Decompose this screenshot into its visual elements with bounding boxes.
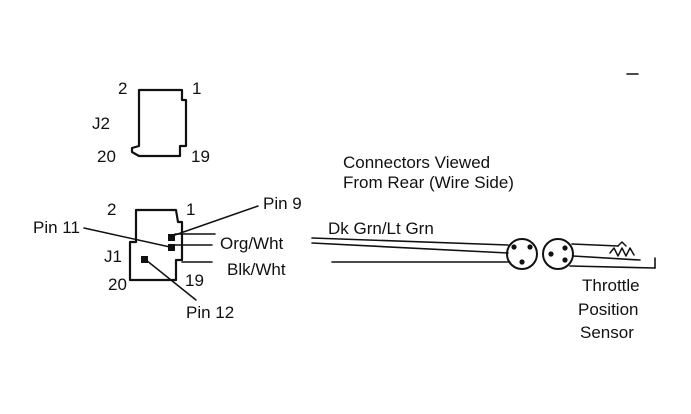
j2-pin-19-label: 19	[191, 147, 210, 166]
connector-j2-body	[130, 88, 188, 158]
j2-pin-2-label: 2	[118, 79, 127, 98]
sensor-terminal-c	[562, 257, 568, 263]
wire-harness	[174, 233, 511, 263]
harness-connector-body	[506, 238, 538, 270]
connector-j1-body	[128, 208, 184, 282]
j1-pin-20-label: 20	[108, 275, 127, 294]
org-wht-wire	[311, 242, 509, 254]
view-note-line-2: From Rear (Wire Side)	[343, 173, 514, 192]
j1-connector-label: J1	[104, 247, 122, 266]
sensor-label-line-1: Throttle	[582, 276, 640, 295]
connector-j2: 2 1 J2 20 19	[92, 79, 210, 166]
pin-12-callout: Pin 12	[186, 303, 234, 322]
pin-9-leader	[171, 205, 259, 237]
j1-pin-19-label: 19	[185, 271, 204, 290]
pin-12-leader	[145, 259, 197, 301]
j2-pin-1-label: 1	[192, 79, 201, 98]
sensor-terminal-a	[548, 251, 554, 257]
j2-pin-20-label: 20	[97, 147, 116, 166]
harness-terminal-c	[527, 244, 533, 250]
sensor-wire-3	[569, 265, 656, 269]
sensor-connector-body	[542, 238, 574, 270]
harness-terminal-a	[511, 244, 517, 250]
sensor-terminal-b	[562, 245, 568, 251]
pin-12-terminal	[141, 256, 148, 263]
connector-j1: 2 1 J1 20 19	[104, 200, 204, 294]
view-note-line-1: Connectors Viewed	[343, 153, 490, 172]
throttle-position-sensor	[569, 241, 656, 269]
sensor-wire-2	[572, 255, 641, 261]
sensor-connector	[542, 238, 574, 270]
blk-wht-wire-label: Blk/Wht	[227, 260, 286, 279]
pin-11-callout: Pin 11	[33, 218, 80, 237]
harness-connector	[506, 238, 538, 270]
potentiometer-wiper	[617, 241, 627, 247]
j2-connector-label: J2	[92, 114, 110, 133]
dk-grn-lt-grn-wire	[311, 237, 509, 246]
pin-11-leader	[83, 227, 171, 248]
sensor-label-line-2: Position	[578, 300, 638, 319]
pin-11-terminal	[168, 244, 175, 251]
sensor-label-line-3: Sensor	[580, 323, 634, 342]
pin-9-callout: Pin 9	[263, 194, 302, 213]
pin-9-terminal	[168, 234, 175, 241]
j1-pin-2-label: 2	[107, 200, 116, 219]
dk-grn-lt-grn-wire-label: Dk Grn/Lt Grn	[328, 219, 434, 238]
potentiometer-resistor	[609, 247, 635, 257]
sensor-wire-1	[571, 243, 619, 247]
j1-pin-1-label: 1	[186, 200, 195, 219]
harness-terminal-b	[519, 259, 525, 265]
org-wht-wire-label: Org/Wht	[220, 234, 284, 253]
